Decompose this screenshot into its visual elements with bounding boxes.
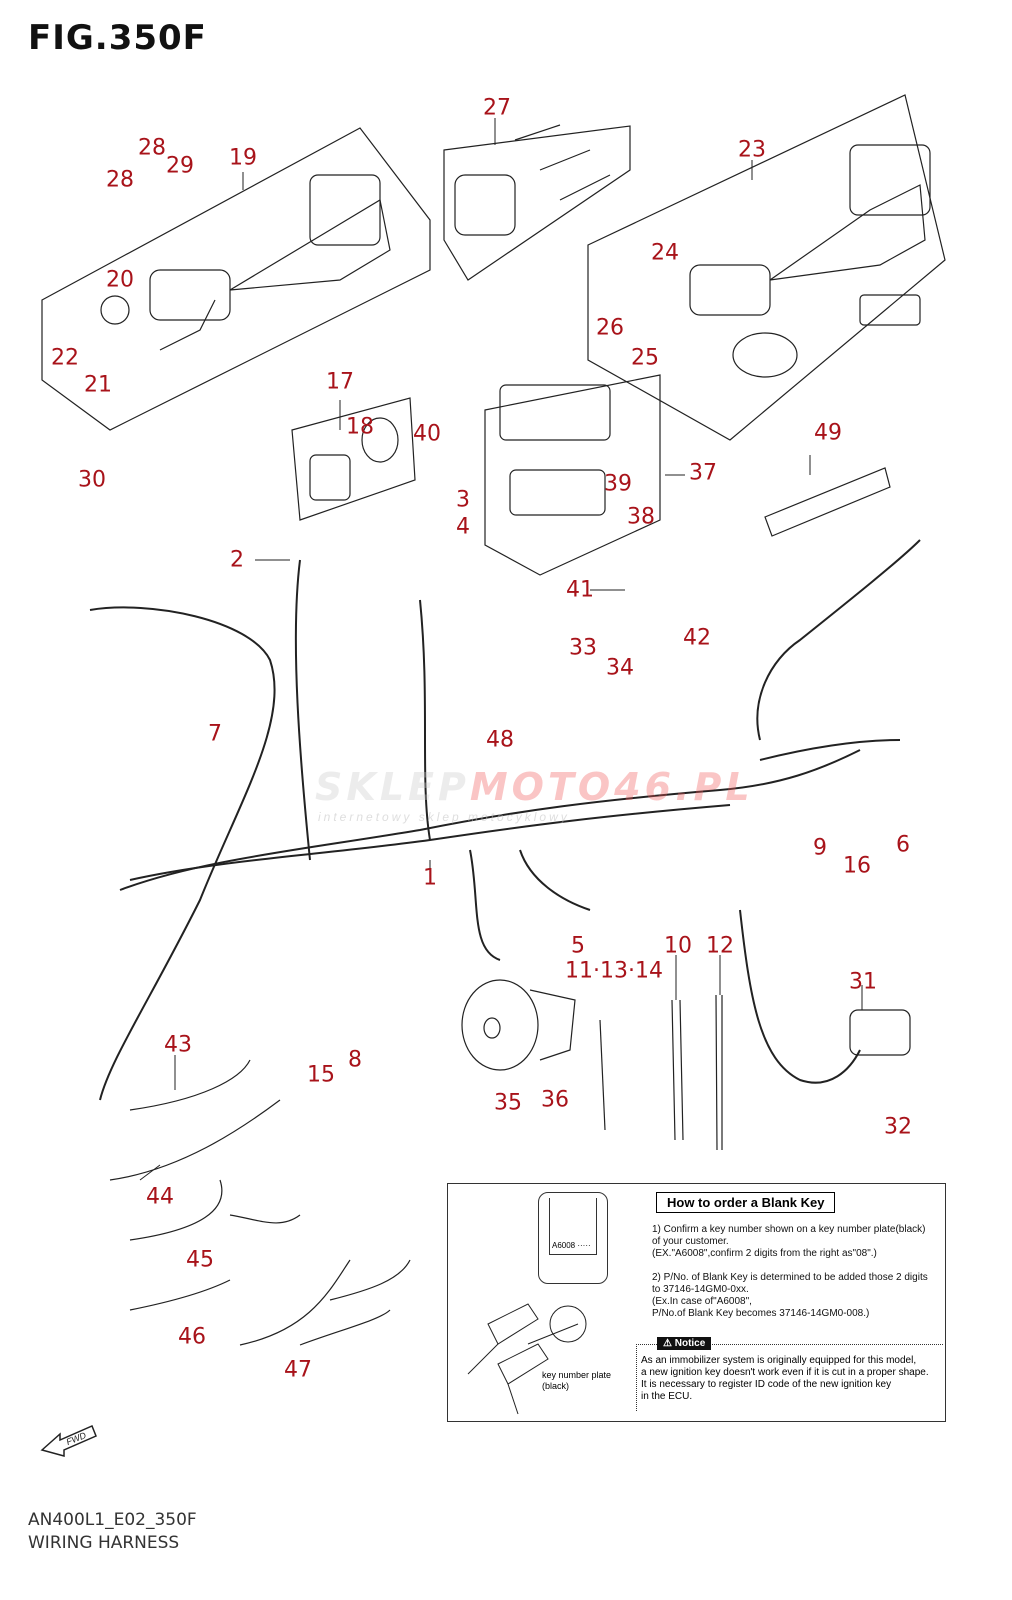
callout-2: 2 bbox=[230, 547, 244, 573]
watermark: SKLEPMOTO46.PL bbox=[315, 765, 754, 809]
callout-11-13-14: 11·13·14 bbox=[565, 958, 663, 984]
callout-40: 40 bbox=[413, 421, 441, 447]
sub-harness-47 bbox=[239, 1259, 411, 1346]
key-number-plate-label: key number plate (black) bbox=[542, 1370, 612, 1391]
group-box-27 bbox=[443, 125, 631, 281]
callout-35: 35 bbox=[494, 1090, 522, 1116]
callout-29: 29 bbox=[166, 153, 194, 179]
callout-9: 9 bbox=[813, 835, 827, 861]
watermark-subtitle: internetowy sklep motocyklowy bbox=[318, 810, 570, 824]
callout-48: 48 bbox=[486, 727, 514, 753]
callout-19: 19 bbox=[229, 145, 257, 171]
callout-23: 23 bbox=[738, 137, 766, 163]
info-box-title: How to order a Blank Key bbox=[656, 1192, 836, 1213]
ignition-switch-19 bbox=[100, 174, 391, 351]
callout-45: 45 bbox=[186, 1247, 214, 1273]
fwd-arrow-icon: FWD bbox=[40, 1425, 97, 1457]
group-box-23 bbox=[587, 94, 946, 441]
key-plate-callout: A6008 ····· bbox=[538, 1192, 608, 1284]
callout-8: 8 bbox=[348, 1047, 362, 1073]
callout-31: 31 bbox=[849, 969, 877, 995]
figure-code: AN400L1_E02_350F bbox=[28, 1510, 197, 1530]
blank-key-info-box: A6008 ····· key number plate (black) How… bbox=[447, 1183, 946, 1422]
label-strip-49 bbox=[764, 467, 891, 537]
callout-33: 33 bbox=[569, 635, 597, 661]
key-illustration bbox=[467, 1303, 587, 1415]
callout-1: 1 bbox=[423, 865, 437, 891]
callout-6: 6 bbox=[896, 832, 910, 858]
callout-20: 20 bbox=[106, 267, 134, 293]
group-box-17 bbox=[291, 397, 416, 521]
callout-37: 37 bbox=[689, 460, 717, 486]
callout-26: 26 bbox=[596, 315, 624, 341]
sub-harness-43 bbox=[129, 1059, 251, 1111]
callout-32: 32 bbox=[884, 1114, 912, 1140]
cable-tie-12 bbox=[715, 994, 723, 1151]
info-box-steps: 1) Confirm a key number shown on a key n… bbox=[652, 1224, 928, 1332]
figure-name: WIRING HARNESS bbox=[28, 1533, 180, 1553]
notice-box: ⚠ Notice As an immobilizer system is ori… bbox=[636, 1337, 943, 1411]
ecu-37 bbox=[499, 384, 611, 516]
cable-tie-10 bbox=[671, 999, 684, 1141]
callout-49: 49 bbox=[814, 420, 842, 446]
callout-18: 18 bbox=[346, 414, 374, 440]
callout-41: 41 bbox=[566, 577, 594, 603]
step-2-text: 2) P/No. of Blank Key is determined to b… bbox=[652, 1272, 928, 1319]
callout-21: 21 bbox=[84, 372, 112, 398]
callout-43: 43 bbox=[164, 1032, 192, 1058]
callout-47: 47 bbox=[284, 1357, 312, 1383]
callout-16: 16 bbox=[843, 853, 871, 879]
main-harness-1 bbox=[89, 539, 921, 1101]
key-plate: A6008 ····· bbox=[549, 1198, 597, 1255]
key-set-27 bbox=[454, 124, 611, 236]
sub-harness-45 bbox=[129, 1179, 301, 1241]
ignition-switch-23 bbox=[689, 144, 931, 378]
callout-7: 7 bbox=[208, 721, 222, 747]
callout-4: 4 bbox=[456, 514, 470, 540]
key-plate-number: A6008 ····· bbox=[552, 1241, 591, 1250]
socket-18 bbox=[309, 417, 399, 501]
group-box-19 bbox=[41, 127, 431, 431]
callout-46: 46 bbox=[178, 1324, 206, 1350]
callout-30: 30 bbox=[78, 467, 106, 493]
callout-5: 5 bbox=[571, 933, 585, 959]
horn-35 bbox=[461, 979, 576, 1071]
callout-36: 36 bbox=[541, 1087, 569, 1113]
sub-harness-46 bbox=[129, 1279, 231, 1311]
callout-12: 12 bbox=[706, 933, 734, 959]
callout-25: 25 bbox=[631, 345, 659, 371]
callout-22: 22 bbox=[51, 345, 79, 371]
cable-tie-11 bbox=[599, 1019, 606, 1131]
callout-34: 34 bbox=[606, 655, 634, 681]
callout-24: 24 bbox=[651, 240, 679, 266]
sub-harness-44 bbox=[109, 1099, 281, 1181]
leader-lines bbox=[139, 118, 863, 1181]
notice-text: As an immobilizer system is originally e… bbox=[641, 1355, 929, 1402]
callout-42: 42 bbox=[683, 625, 711, 651]
step-1-text: 1) Confirm a key number shown on a key n… bbox=[652, 1224, 926, 1259]
callout-28: 28 bbox=[138, 135, 166, 161]
group-box-37 bbox=[484, 374, 661, 576]
callout-44: 44 bbox=[146, 1184, 174, 1210]
notice-label: ⚠ Notice bbox=[657, 1337, 712, 1350]
callout-10: 10 bbox=[664, 933, 692, 959]
switch-31 bbox=[849, 1009, 911, 1056]
callout-38: 38 bbox=[627, 504, 655, 530]
callout-15: 15 bbox=[307, 1062, 335, 1088]
figure-title: FIG.350F bbox=[28, 18, 207, 58]
callout-17: 17 bbox=[326, 369, 354, 395]
callout-27: 27 bbox=[483, 95, 511, 121]
callout-3: 3 bbox=[456, 487, 470, 513]
callout-28: 28 bbox=[106, 167, 134, 193]
callout-39: 39 bbox=[604, 471, 632, 497]
